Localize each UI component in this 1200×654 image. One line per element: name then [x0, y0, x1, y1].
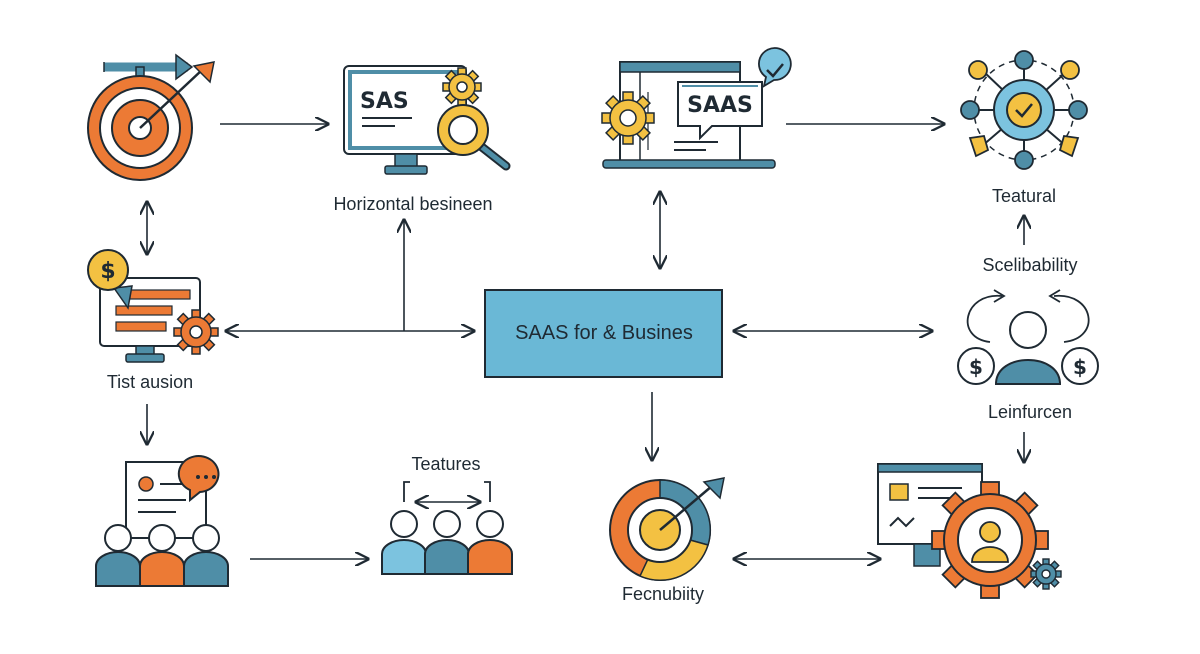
donut-target-icon	[609, 477, 725, 581]
network-check-icon	[960, 50, 1088, 170]
person-currency-icon: $ $	[957, 289, 1099, 385]
center-node[interactable]: SAAS for & Busines	[484, 289, 723, 378]
orange-gear-icon	[173, 309, 219, 355]
dollar-sign: $	[100, 259, 115, 284]
saas-text: SAAS	[687, 93, 753, 118]
label-teatural: Teatural	[992, 186, 1056, 206]
small-teal-gear-icon	[1030, 558, 1062, 590]
label-horizontal: Horizontal besineen	[333, 194, 492, 214]
connectors	[147, 124, 1024, 559]
chat-bubble-icon: SAAS	[677, 81, 763, 141]
target-arrow-icon	[87, 53, 215, 181]
check-bubble-icon	[758, 47, 792, 88]
user-gear-icon	[931, 481, 1049, 599]
team-discussion-icon	[95, 455, 229, 587]
label-scalability: Scelibability	[982, 255, 1077, 275]
label-teatures: Teatures	[411, 454, 480, 474]
sas-text: SAS	[360, 89, 409, 114]
label-tist: Tist ausion	[107, 372, 193, 392]
center-box	[484, 289, 723, 378]
dollar-coin-icon: $	[87, 249, 129, 291]
magnifier-icon	[437, 104, 511, 171]
small-gear-icon	[442, 67, 482, 107]
dollar-sign-right: $	[1073, 355, 1087, 379]
center-label: SAAS for & Busines	[515, 322, 693, 344]
label-leinfurcen: Leinfurcen	[988, 402, 1072, 422]
dollar-sign-left: $	[969, 355, 983, 379]
laptop-gear-icon	[601, 91, 655, 145]
features-group-icon	[381, 481, 513, 575]
label-fecnubiity: Fecnubiity	[622, 584, 704, 604]
